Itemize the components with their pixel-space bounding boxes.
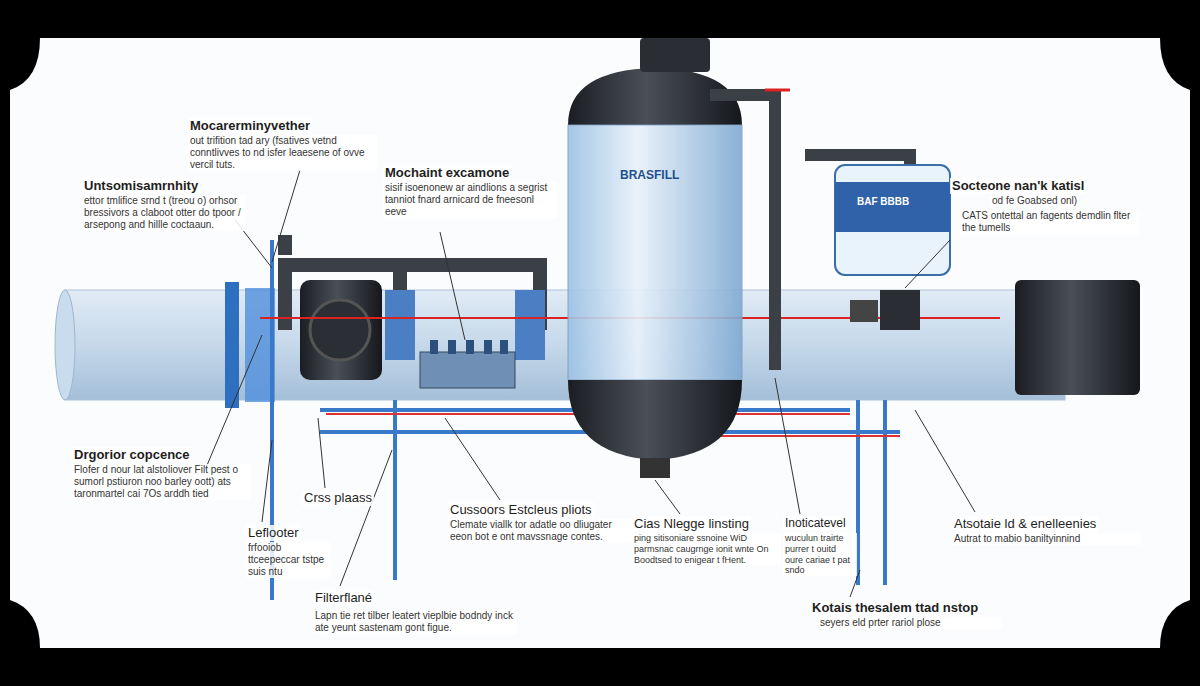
callout-heading: Cussoors Estcleus pliots (448, 502, 594, 518)
tank-base (568, 380, 742, 460)
filter-cartridge (385, 290, 415, 360)
pump (300, 280, 382, 380)
callout-text: ping sitisoniare ssnoine WiD parmsnac ca… (632, 533, 781, 565)
callout-heading: Crss plaass (302, 490, 374, 506)
callout-text: Clemate viallk tor adatle oo dliugater e… (448, 519, 632, 543)
callout-heading: Atsotaie ld & enelleenies (952, 516, 1098, 532)
valve (880, 290, 920, 330)
outlet (640, 458, 670, 478)
callout-text: CATS ontettal an fagents demdlin flter t… (960, 210, 1139, 234)
callout-text: wuculun trairte purrer t ouitd oure cari… (783, 533, 857, 576)
main-pipe (65, 290, 1065, 400)
callout-text: seyers eld prter rariol plose (818, 617, 1002, 629)
tank (568, 125, 742, 380)
callout-text: Flofer d nour lat alstoliover Filt pest … (72, 464, 251, 500)
callout-text: out trifition tad ary (fsatives vetnd co… (188, 135, 377, 171)
callout-text: sisif isoenonew ar aindlions a segrist t… (383, 182, 557, 218)
callout-text: ettor tmlifice srnd t (treou o) orhsor b… (82, 195, 246, 231)
callout-text: Lapn tie ret tilber leatert vieplbie bod… (313, 610, 517, 634)
manifold (420, 352, 515, 388)
bottle-label (835, 182, 950, 232)
top-valve (640, 38, 710, 72)
callout-heading: Inoticatevel (783, 516, 848, 530)
callout-heading: Filterflané (313, 590, 374, 606)
leader-line (205, 170, 975, 597)
callout-heading: od fe Goabsed onl) (990, 195, 1079, 207)
motor (1015, 280, 1140, 395)
callout-text: frfooiob ttceepeccar tstpe suis ntu (246, 542, 330, 578)
valve (850, 300, 878, 322)
callout-heading: Socteone nan'k katisl (950, 178, 1086, 194)
panel (10, 38, 1190, 648)
callout-heading: Cias Nlegge linsting (632, 516, 751, 532)
pipe-end (55, 290, 75, 400)
filter-cartridge (515, 290, 545, 360)
callout-heading: Leflooter (246, 525, 301, 541)
callout-heading: Untsomisamrnhity (82, 178, 200, 194)
callout-heading: BRASFILL (618, 168, 681, 182)
pump-rotor (310, 300, 370, 360)
callout-heading: Kotais thesalem ttad nstop (810, 600, 980, 616)
callout-heading: Mochaint excamone (383, 165, 511, 181)
callout-text: Autrat to mabio baniltyinnind (952, 533, 1141, 545)
callout-heading: BAF BBBB (855, 196, 911, 208)
flange (225, 282, 239, 408)
callout-heading: Drgorior copcence (72, 447, 192, 463)
callout-heading: Mocarerminyvether (188, 118, 312, 134)
